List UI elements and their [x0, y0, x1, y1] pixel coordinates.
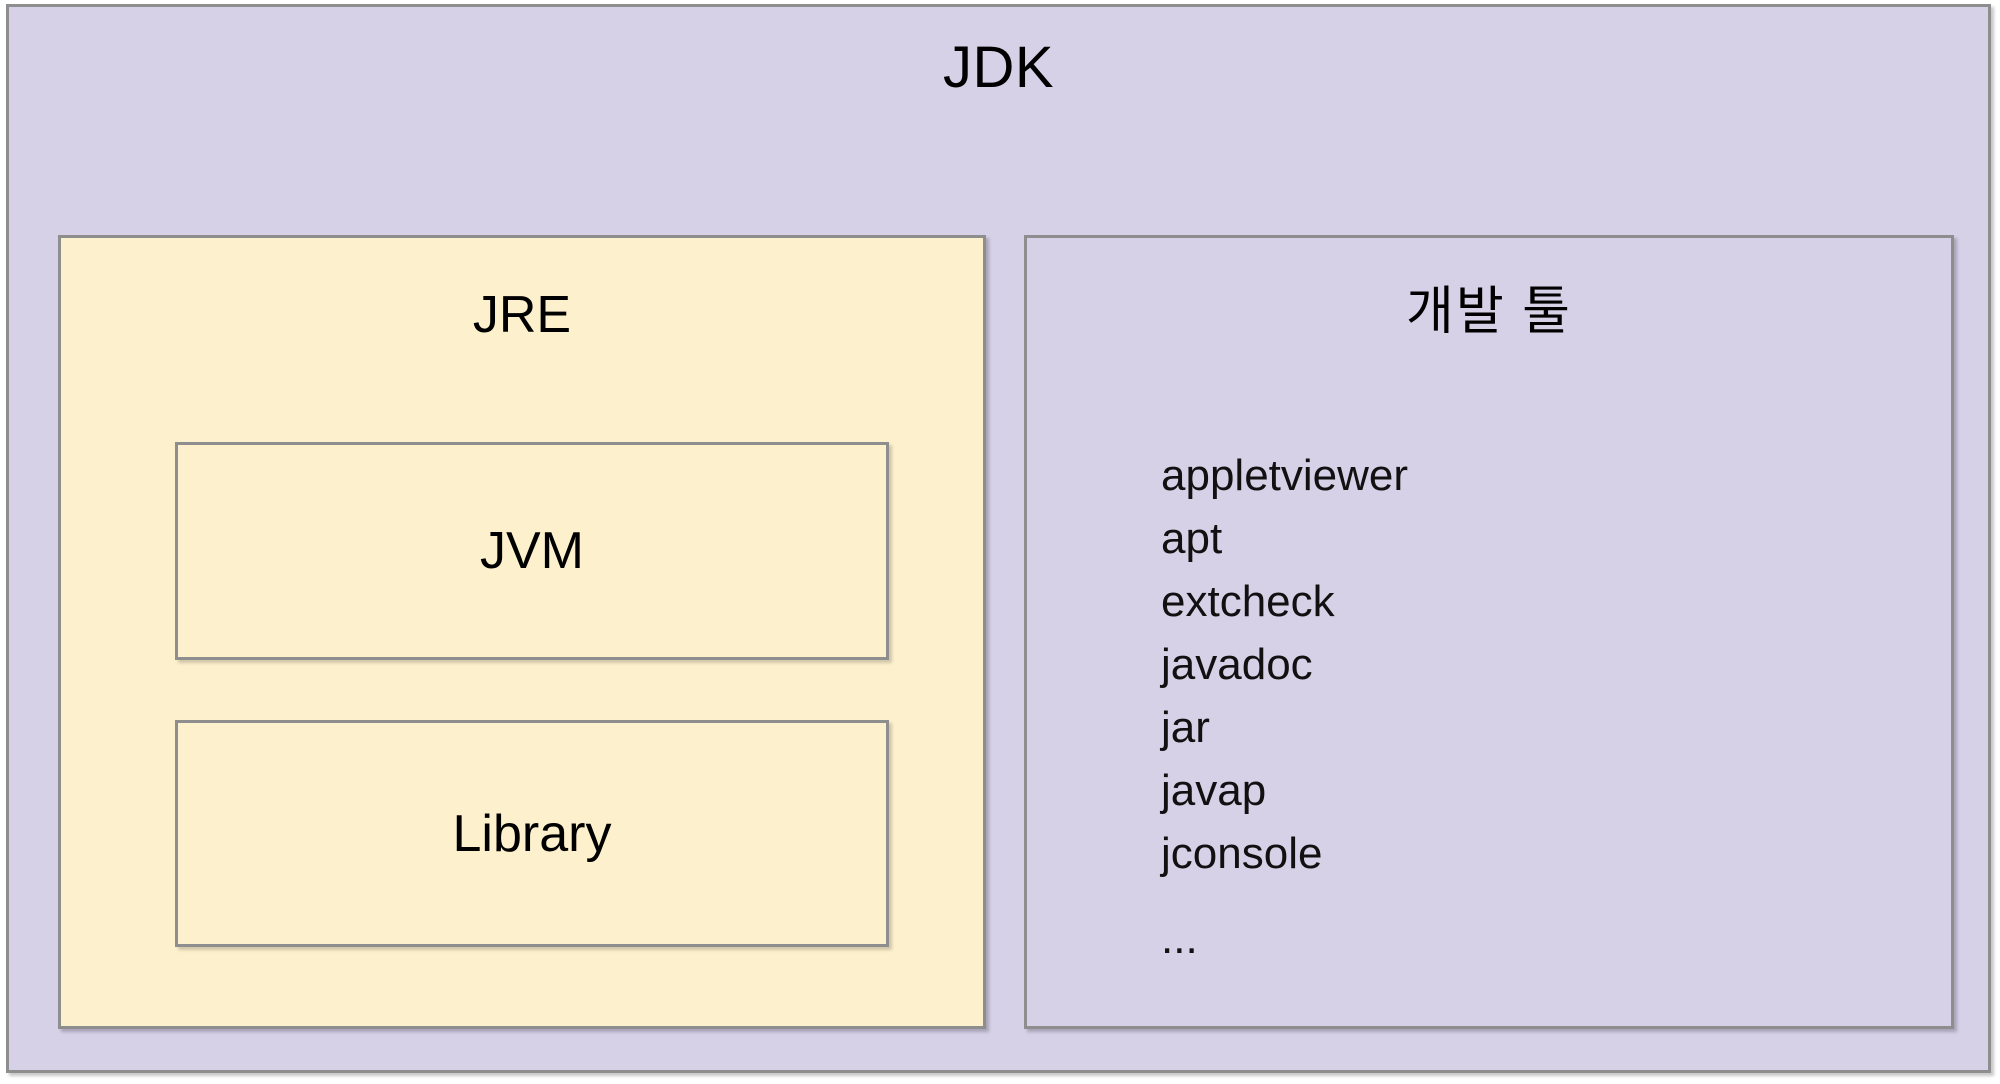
library-box: Library: [175, 720, 889, 947]
devtools-list-item: appletviewer: [1161, 451, 1409, 500]
devtools-list-item: ...: [1161, 914, 1198, 963]
jre-title-label: JRE: [472, 286, 572, 344]
jre-container-box: JRE JVM Library: [58, 235, 986, 1029]
devtools-list-item: javadoc: [1161, 640, 1313, 689]
jvm-label: JVM: [480, 522, 584, 580]
jvm-box: JVM: [175, 442, 889, 660]
devtools-tool-list: appletviewer apt extcheck javadoc jar javap jc…: [1161, 444, 1408, 970]
devtools-list-item: jconsole: [1161, 829, 1323, 878]
devtools-list-item: extcheck: [1161, 577, 1335, 626]
devtools-list-item: jar: [1161, 703, 1210, 752]
jdk-container-box: JDK JRE JVM Library 개발 툴 appletviewer apt…: [6, 4, 1991, 1073]
jdk-title-label: JDK: [942, 35, 1055, 100]
devtools-title-label: 개발 툴: [1406, 283, 1572, 341]
devtools-list-item: apt: [1161, 514, 1223, 563]
devtools-container-box: 개발 툴 appletviewer apt extcheck javadoc jar ja…: [1024, 235, 1954, 1029]
library-label: Library: [452, 804, 612, 863]
devtools-list-item: javap: [1161, 766, 1267, 815]
